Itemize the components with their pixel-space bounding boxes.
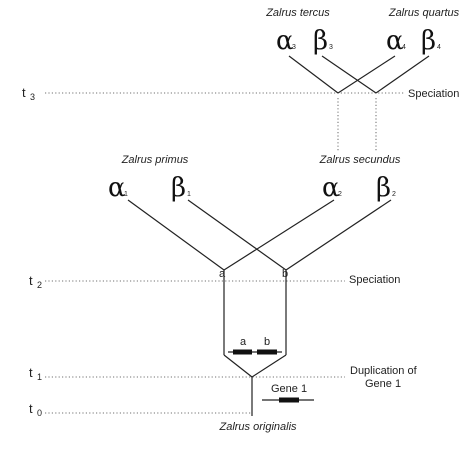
tip-alpha3: α [276,26,294,56]
tip-beta1: β [171,173,186,203]
tip-alpha2: α [322,173,340,203]
branch-alpha1 [127,199,225,271]
time-t2: t [29,273,33,288]
gene-a-label: a [240,336,247,348]
branch-beta3 [321,55,377,94]
gene1-bar [279,397,299,403]
gene-b-label: b [264,336,270,348]
event-duplication-line1: Duplication of [350,365,418,377]
tip-alpha4-sub: 4 [402,44,406,51]
species-tercus: Zalrus tercus [265,7,330,19]
time-t1: t [29,365,33,380]
branch-beta2 [285,199,392,271]
tip-alpha3-sub: 3 [292,44,296,51]
tip-beta4: β [421,26,436,56]
tip-beta1-sub: 1 [187,191,191,198]
species-originalis: Zalrus originalis [218,421,297,433]
branch-alpha3 [288,55,339,94]
time-t2-sub: 2 [37,280,42,290]
branch-alpha2 [223,199,335,271]
tip-beta2: β [376,173,391,203]
duplication-branch-a [223,354,253,378]
branch-beta1 [187,199,287,271]
tip-alpha2-sub: 2 [338,191,342,198]
species-secundus: Zalrus secundus [319,154,401,166]
time-t3: t [22,85,26,100]
time-t1-sub: 1 [37,372,42,382]
duplication-branch-b [251,354,287,378]
gene1-label: Gene 1 [271,383,307,395]
node-a: a [219,268,226,280]
node-b: b [282,268,288,280]
tip-alpha4: α [386,26,404,56]
tip-beta3: β [313,26,328,56]
tip-alpha1: α [108,173,126,203]
branch-beta4 [375,55,430,94]
event-duplication-line2: Gene 1 [365,378,401,390]
event-speciation-top: Speciation [408,88,459,100]
time-t0: t [29,401,33,416]
time-t3-sub: 3 [30,92,35,102]
tip-beta2-sub: 2 [392,191,396,198]
gene-a-bar [233,349,252,355]
event-speciation-mid: Speciation [349,274,400,286]
branch-alpha4 [337,55,396,94]
species-primus: Zalrus primus [121,154,189,166]
tip-alpha1-sub: 1 [124,191,128,198]
tip-beta3-sub: 3 [329,44,333,51]
tip-beta4-sub: 4 [437,44,441,51]
species-quartus: Zalrus quartus [388,7,460,19]
gene-b-bar [257,349,277,355]
time-t0-sub: 0 [37,408,42,418]
